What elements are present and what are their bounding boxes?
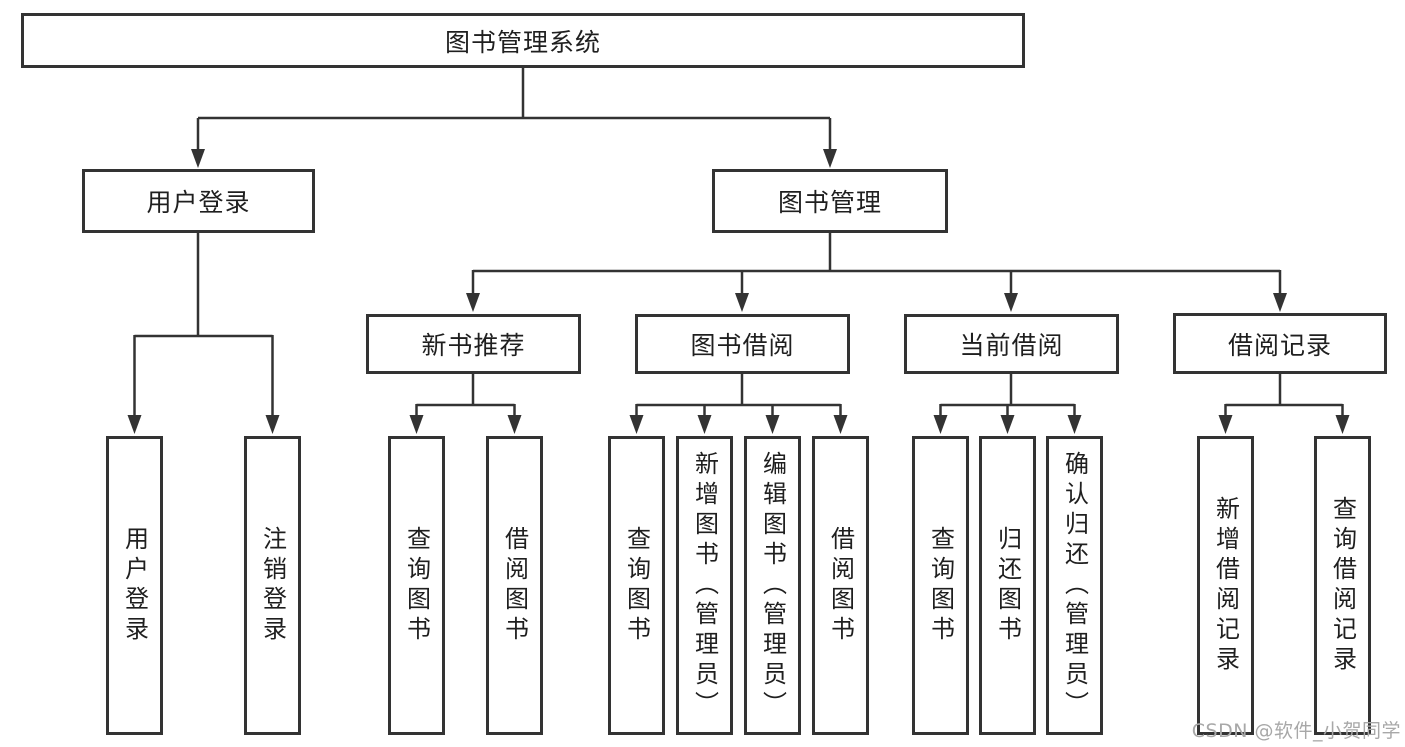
leaf-current-confirm-return-admin: 确认归还（管理员） [1046,436,1103,735]
leaf-current-confirm-return-admin-label: 确认归还（管理员） [1060,450,1089,721]
leaf-newbook-query-books: 查询图书 [388,436,445,735]
node-root: 图书管理系统 [21,13,1025,68]
node-new-book-recommend: 新书推荐 [366,314,581,374]
leaf-current-query-books: 查询图书 [912,436,969,735]
leaf-user-login: 用户登录 [106,436,163,735]
node-user-login: 用户登录 [82,169,315,233]
node-book-management: 图书管理 [712,169,948,233]
leaf-borrow-edit-books-admin-label: 编辑图书（管理员） [758,450,787,721]
node-current-borrow: 当前借阅 [904,314,1119,374]
node-book-borrow: 图书借阅 [635,314,850,374]
csdn-watermark: CSDN @软件_小贺同学 [1191,720,1401,742]
node-user-login-label: 用户登录 [146,188,251,217]
leaf-borrow-add-books-admin: 新增图书（管理员） [676,436,733,735]
node-book-management-label: 图书管理 [777,188,882,217]
leaf-borrow-query-books-label: 查询图书 [622,525,651,646]
leaf-newbook-borrow-books-label: 借阅图书 [500,525,529,646]
node-borrow-records-label: 借阅记录 [1227,330,1332,360]
leaf-logout-label: 注销登录 [258,525,287,646]
leaf-borrow-add-books-admin-label: 新增图书（管理员） [690,450,719,721]
leaf-logout: 注销登录 [244,436,301,735]
leaf-user-login-label: 用户登录 [120,525,149,646]
node-borrow-records: 借阅记录 [1173,313,1387,374]
node-root-label: 图书管理系统 [444,27,601,57]
node-current-borrow-label: 当前借阅 [959,331,1064,360]
leaf-borrow-borrow-books-label: 借阅图书 [826,525,855,646]
node-new-book-recommend-label: 新书推荐 [421,331,526,360]
leaf-borrow-borrow-books: 借阅图书 [812,436,869,735]
leaf-current-return-books: 归还图书 [979,436,1036,735]
leaf-borrow-edit-books-admin: 编辑图书（管理员） [744,436,801,735]
node-book-borrow-label: 图书借阅 [690,331,795,360]
leaf-records-query-record-label: 查询借阅记录 [1328,495,1357,676]
leaf-borrow-query-books: 查询图书 [608,436,665,735]
leaf-newbook-query-books-label: 查询图书 [402,525,431,646]
leaf-records-query-record: 查询借阅记录 [1314,436,1371,735]
leaf-records-add-record: 新增借阅记录 [1197,436,1254,735]
leaf-current-return-books-label: 归还图书 [993,525,1022,646]
leaf-current-query-books-label: 查询图书 [926,525,955,646]
leaf-newbook-borrow-books: 借阅图书 [486,436,543,735]
leaf-records-add-record-label: 新增借阅记录 [1211,495,1240,676]
